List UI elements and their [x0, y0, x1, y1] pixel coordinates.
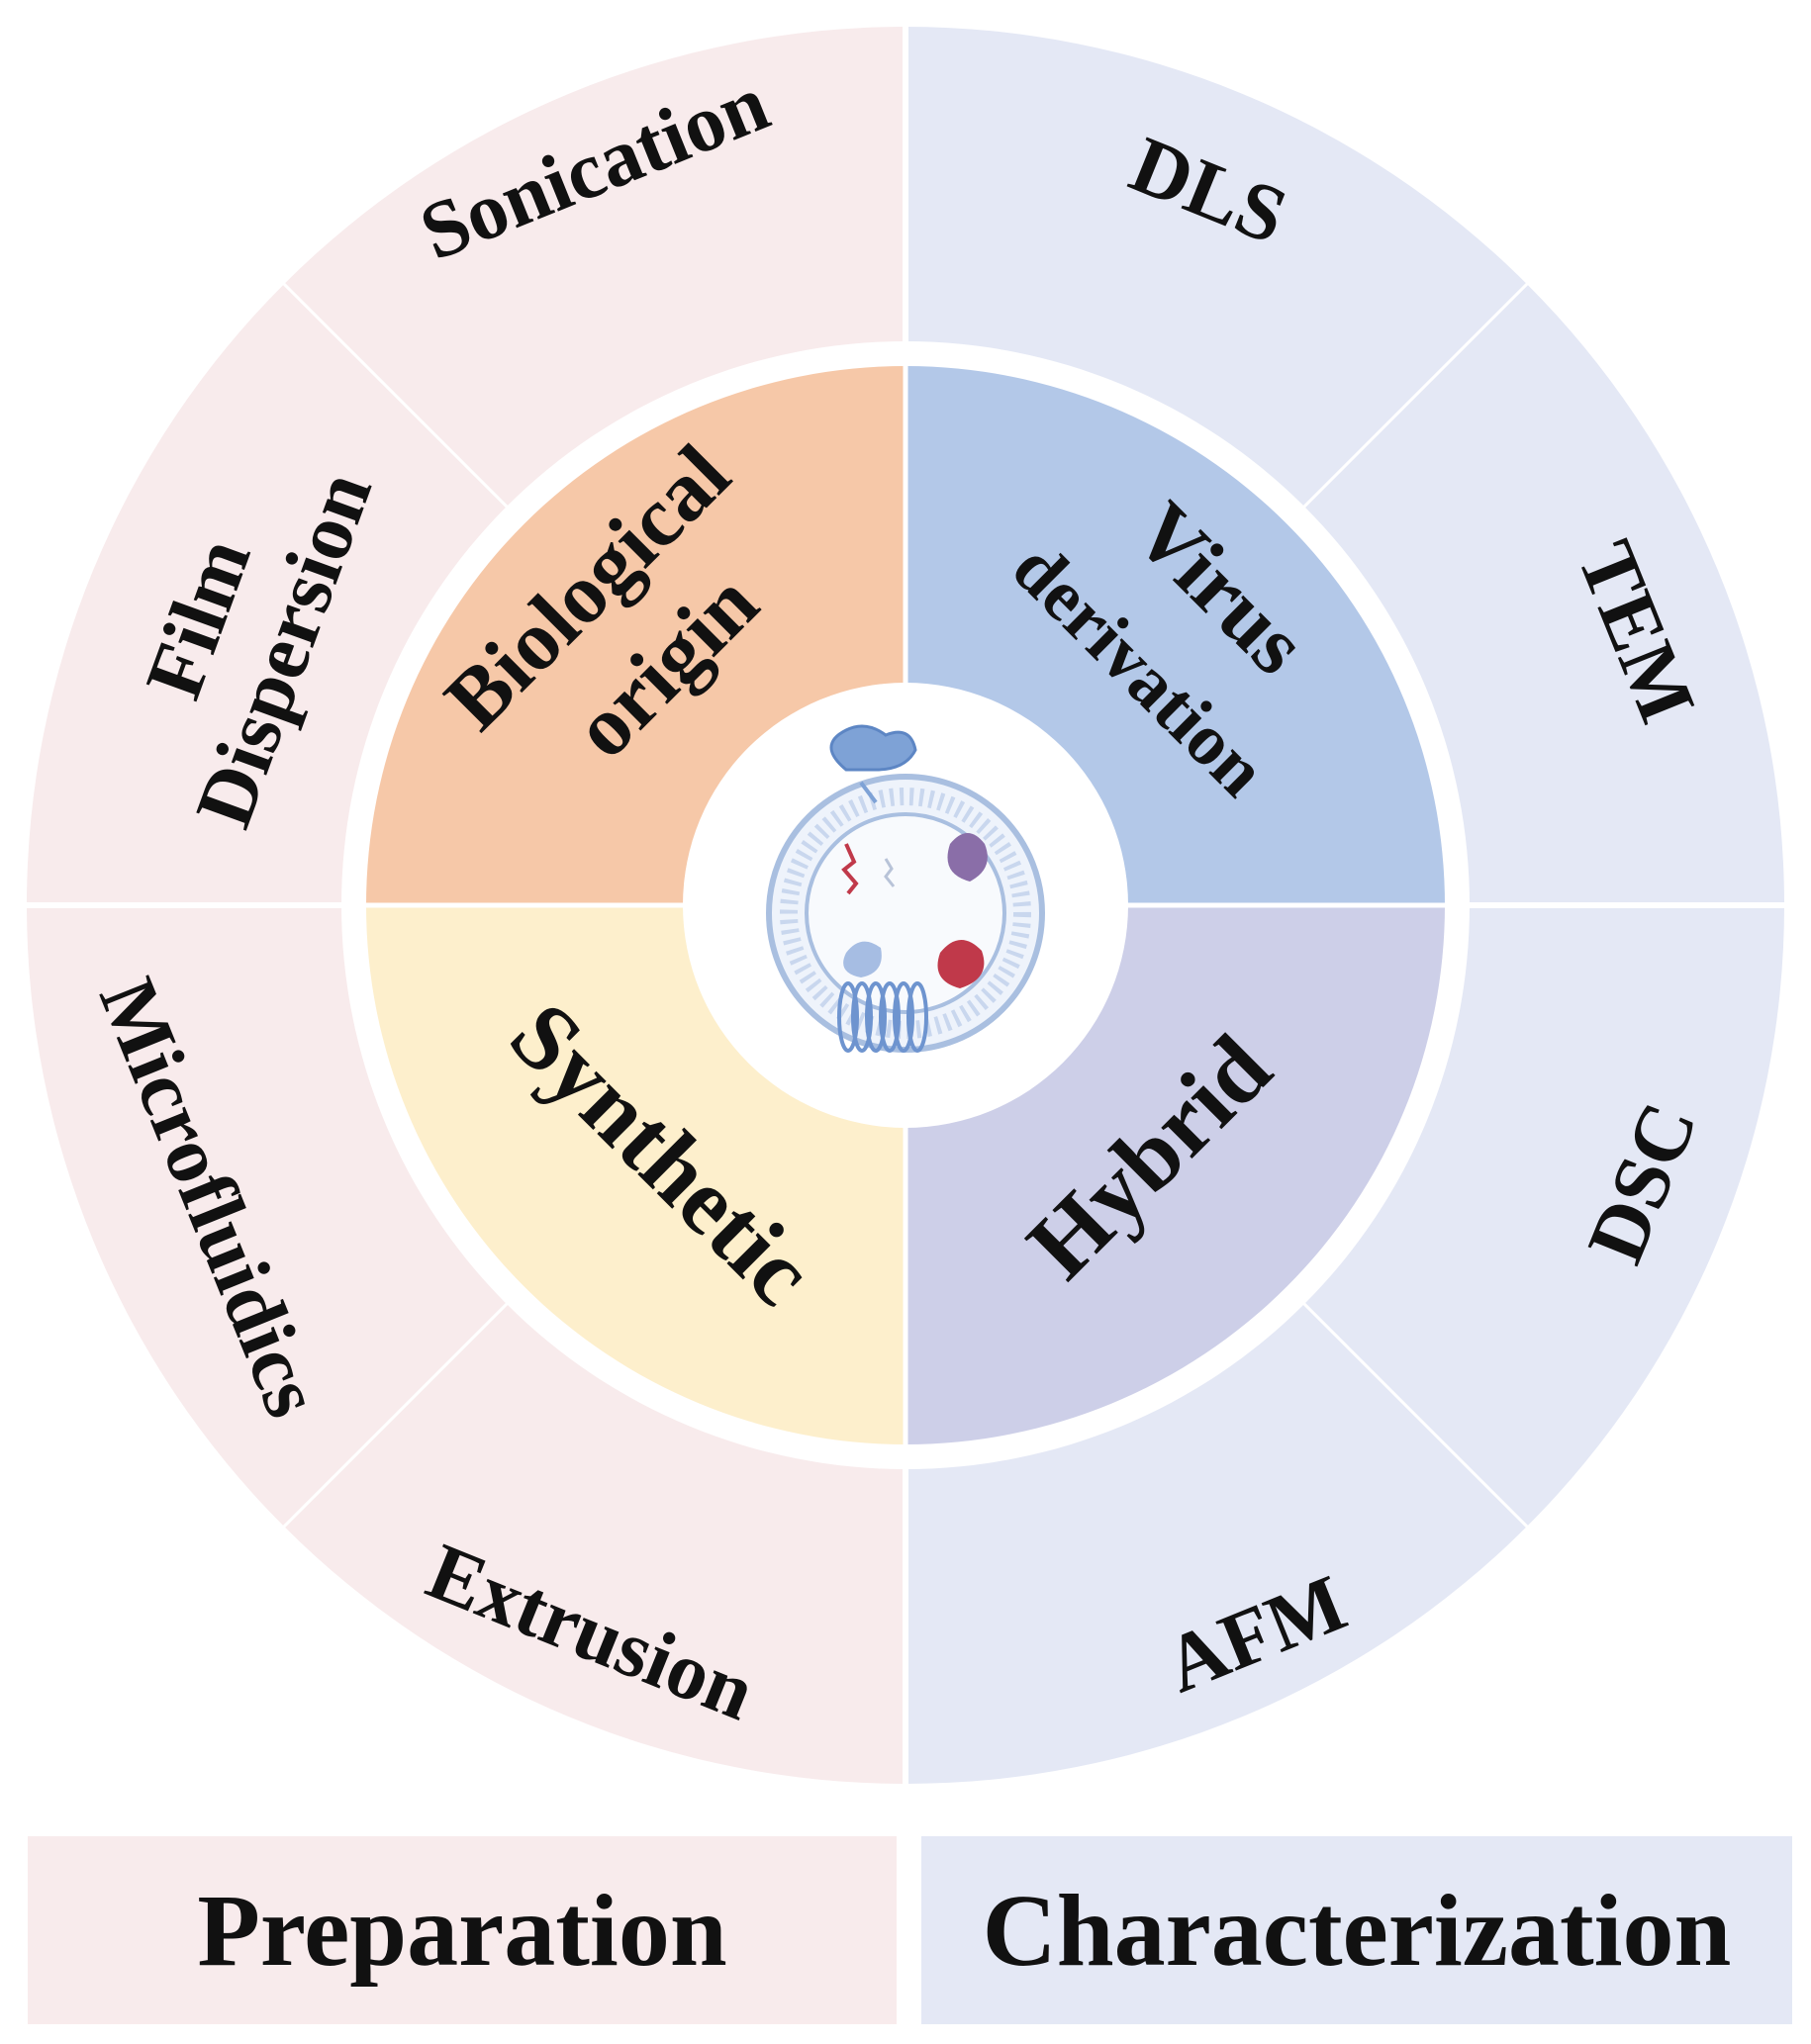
characterization-legend-box: Characterization — [921, 1836, 1792, 2024]
preparation-legend-box: Preparation — [28, 1836, 897, 2024]
outer-divider — [1295, 280, 1531, 515]
outer-divider — [280, 280, 516, 515]
outer-ring-dividers — [23, 23, 1788, 1788]
liposome-method-wheel: SonicationFilmDispersionMicrofluidicsExt… — [23, 23, 1788, 1788]
characterization-legend-label: Characterization — [982, 1873, 1732, 1988]
outer-divider — [1295, 1295, 1531, 1531]
preparation-legend-label: Preparation — [197, 1873, 727, 1988]
outer-divider — [280, 1295, 516, 1531]
liposome-icon — [766, 724, 1045, 1053]
center-disc — [683, 683, 1128, 1128]
